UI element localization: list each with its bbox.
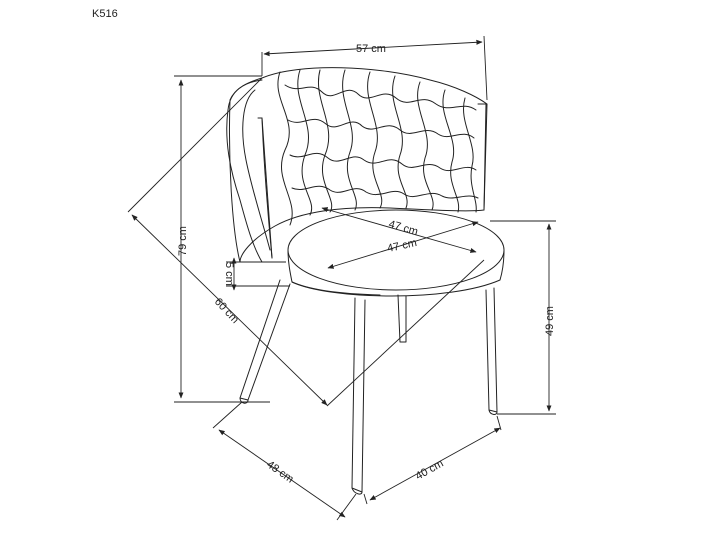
seat-front-width-line bbox=[327, 221, 479, 269]
width-label: 57 cm bbox=[356, 43, 386, 55]
diagonal-ext-top bbox=[127, 77, 263, 213]
model-code: K516 bbox=[92, 8, 118, 20]
base-side-ext-left bbox=[212, 401, 243, 429]
base-front-ext-right bbox=[496, 415, 502, 431]
diagonal-label: 60 cm bbox=[212, 296, 241, 326]
seat-height-label: 49 cm bbox=[544, 306, 556, 336]
base-side-ext-right bbox=[336, 493, 357, 521]
diagonal-ext-bottom bbox=[326, 259, 485, 407]
base-front-label: 40 cm bbox=[414, 458, 446, 483]
width-ext-right bbox=[483, 35, 488, 101]
thickness-label: 5 cm bbox=[223, 262, 235, 286]
seat-front-width-label: 47 cm bbox=[386, 237, 418, 255]
base-side-dimension-line bbox=[218, 429, 346, 518]
width-dimension-line bbox=[263, 39, 483, 57]
diagonal-dimension-line bbox=[131, 214, 328, 406]
seat-back-width-label: 47 cm bbox=[387, 218, 419, 238]
base-front-dimension-line bbox=[369, 427, 501, 501]
base-front-ext-left bbox=[363, 493, 368, 505]
chair-legs bbox=[239, 279, 498, 495]
height-label: 79 cm bbox=[177, 226, 189, 256]
woven-backrest bbox=[226, 67, 488, 263]
base-side-label: 48 cm bbox=[264, 459, 295, 486]
